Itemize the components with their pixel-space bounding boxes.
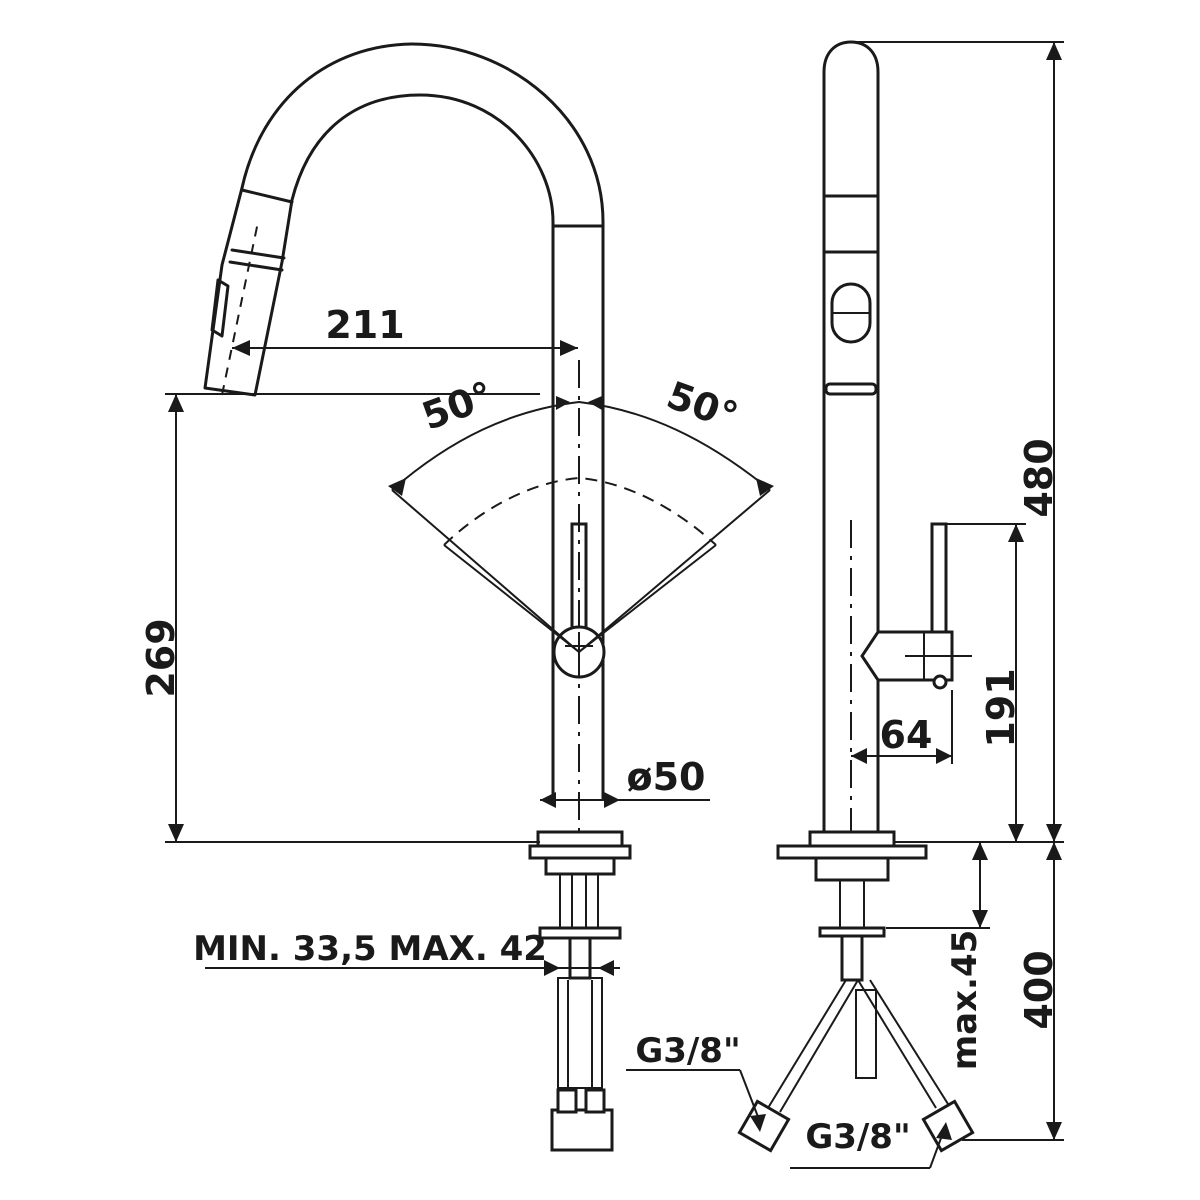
side-base [737,830,975,1153]
side-view: 480 191 64 400 max.45 G3/8" [626,40,1064,1169]
label-connection-left: G3/8" [635,1031,740,1071]
front-base [528,830,632,1152]
dim-64: 64 [880,713,933,757]
spray-head [203,186,294,397]
dim-191: 191 [979,668,1023,747]
front-spout-outer [240,42,605,800]
dim-diameter-50: ø50 [627,755,706,799]
swivel-arc-inner [443,476,717,546]
dim-269: 269 [139,618,183,697]
side-lever [860,522,972,690]
dim-max-45: max.45 [945,930,985,1071]
dim-480: 480 [1017,438,1061,517]
swivel-arc-outer [391,400,771,491]
label-connection-right: G3/8" [805,1117,910,1157]
front-view: 211 50° 50° 269 ø50 MIN. 33,5 MAX. 42 [139,42,774,1152]
dim-211: 211 [325,303,404,347]
dim-400: 400 [1017,950,1061,1029]
front-spout-inner [290,93,555,800]
dim-deck-thickness: MIN. 33,5 MAX. 42 [193,929,547,969]
